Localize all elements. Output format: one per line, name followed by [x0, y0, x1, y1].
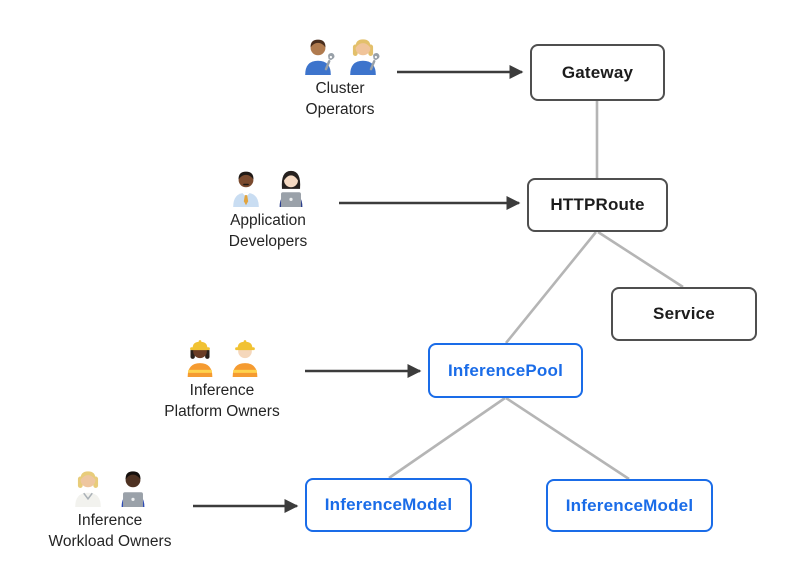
edge-httproute-inferencepool	[504, 231, 598, 344]
inference-platform-owners-label: Inference Platform Owners	[164, 381, 279, 422]
node-inferencemodel-right: InferenceModel	[546, 479, 713, 532]
node-inferencemodel-left: InferenceModel	[305, 478, 472, 532]
label-line: Cluster	[315, 80, 365, 97]
node-gateway-label: Gateway	[561, 62, 634, 82]
node-inferencemodel-left-label: InferenceModel	[324, 495, 453, 514]
node-inferencepool-label: InferencePool	[447, 360, 564, 380]
inference-workload-owners-avatars	[69, 466, 152, 508]
cluster-operators-avatars	[299, 34, 382, 76]
node-httproute-label: HTTPRoute	[550, 195, 645, 214]
node-service-label: Service	[653, 304, 715, 323]
node-service: Service	[611, 287, 757, 341]
man-technologist-emoji	[121, 471, 144, 507]
man-construction-worker-emoji	[232, 340, 257, 377]
edge-inferencepool-inferencemodel-right	[505, 396, 630, 481]
inference-workload-owners-label: Inference Workload Owners	[49, 511, 172, 552]
label-line: Platform Owners	[164, 402, 280, 420]
edge-inferencepool-inferencemodel-left	[388, 396, 506, 480]
label-line: Workload Owners	[48, 532, 172, 550]
persona-cluster-operators: Cluster Operators	[265, 34, 415, 120]
label-line: Inference	[77, 512, 143, 529]
node-inferencepool: InferencePool	[428, 343, 583, 398]
application-developers-label: Application Developers	[229, 211, 307, 252]
edge-httproute-service	[597, 230, 684, 289]
cluster-operators-label: Cluster Operators	[306, 79, 375, 120]
woman-construction-worker-emoji	[187, 340, 212, 377]
man-office-worker-emoji	[232, 171, 259, 207]
health-worker-emoji	[74, 471, 101, 507]
node-gateway: Gateway	[530, 44, 665, 101]
persona-inference-workload-owners: Inference Workload Owners	[15, 466, 205, 552]
label-line: Developers	[228, 232, 308, 250]
inference-platform-owners-avatars	[181, 336, 264, 378]
label-line: Application	[230, 212, 306, 229]
label-line: Inference	[189, 382, 255, 399]
persona-application-developers: Application Developers	[188, 166, 348, 252]
man-mechanic-emoji	[304, 39, 334, 75]
label-line: Operators	[305, 100, 375, 118]
persona-inference-platform-owners: Inference Platform Owners	[132, 336, 312, 422]
application-developers-avatars	[227, 166, 310, 208]
woman-technologist-emoji	[279, 170, 302, 207]
woman-mechanic-emoji	[349, 39, 379, 75]
node-inferencemodel-right-label: InferenceModel	[565, 495, 694, 515]
node-httproute: HTTPRoute	[527, 178, 668, 232]
